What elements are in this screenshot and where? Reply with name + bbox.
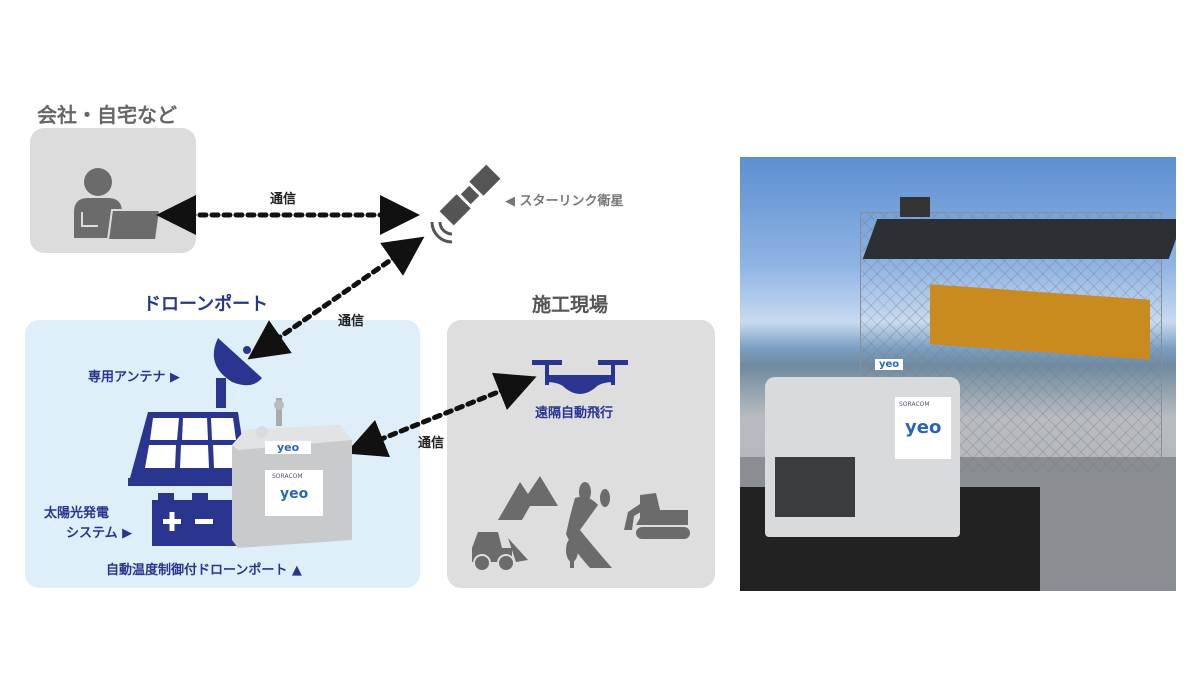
antenna-label: 専用アンテナ ▶ bbox=[88, 370, 181, 385]
site-title: 施工現場 bbox=[532, 294, 609, 316]
link-satellite-port bbox=[247, 236, 425, 360]
device-brand-main: yeo bbox=[280, 486, 309, 502]
drone-port-device-photo: SORACOM yeo yeo bbox=[765, 359, 960, 537]
satellite-icon bbox=[430, 164, 501, 244]
battery-icon bbox=[152, 493, 237, 546]
satellite-label: ◀ スターリンク衛星 bbox=[505, 194, 624, 209]
device-brand-sub: SORACOM bbox=[272, 473, 303, 480]
photo-brand-sub: SORACOM bbox=[899, 401, 930, 408]
drone-port-title: ドローンポート bbox=[143, 294, 269, 315]
device-vent bbox=[775, 457, 855, 517]
person-laptop-icon bbox=[74, 168, 162, 241]
photo-brand-card: SORACOM yeo bbox=[895, 397, 951, 459]
port-label: 自動温度制御付ドローンポート ▲ bbox=[106, 563, 302, 578]
solar-label-line1: 太陽光発電 bbox=[44, 506, 110, 521]
solar-module bbox=[900, 197, 930, 217]
shade-roof bbox=[862, 219, 1176, 259]
link-label-satellite-port: 通信 bbox=[338, 314, 365, 329]
photo-brand-main: yeo bbox=[905, 417, 942, 438]
photo-brand-top: yeo bbox=[875, 359, 904, 370]
link-label-port-drone: 通信 bbox=[418, 436, 445, 451]
link-label-office-satellite: 通信 bbox=[270, 192, 297, 207]
drone-port-photo: SORACOM yeo yeo bbox=[740, 157, 1176, 591]
drone-label: 遠隔自動飛行 bbox=[535, 406, 614, 421]
solar-panel-icon bbox=[128, 412, 250, 486]
device-brand-top: yeo bbox=[277, 441, 300, 454]
antenna-icon bbox=[213, 338, 262, 408]
office-title: 会社・自宅など bbox=[37, 103, 177, 127]
solar-label-line2: システム ▶ bbox=[66, 526, 133, 541]
link-port-drone bbox=[345, 372, 537, 458]
drone-port-device bbox=[232, 398, 352, 548]
drone-icon bbox=[532, 360, 628, 394]
construction-site-icon bbox=[472, 476, 690, 572]
